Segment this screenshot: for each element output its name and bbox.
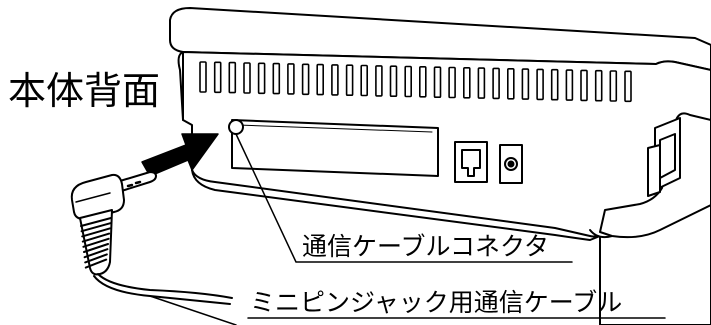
vent-slot [243, 62, 251, 94]
card-slot [231, 119, 439, 177]
side-switch [647, 117, 681, 197]
connector-label: 通信ケーブルコネクタ [302, 232, 549, 261]
vent-slot [550, 68, 559, 101]
vent-slot [389, 65, 398, 97]
comm-cable-connector [228, 119, 244, 135]
vent-slot [565, 69, 574, 101]
vent-slot [257, 62, 266, 95]
vent-slot [418, 66, 427, 98]
vent-slot [199, 61, 207, 93]
vent-slot [331, 64, 339, 96]
vent-slot [580, 69, 588, 102]
vent-slot [462, 67, 471, 99]
device-left-edge [177, 51, 184, 121]
leader-lines [149, 133, 666, 325]
vent-slot [433, 66, 442, 98]
vent-slot [506, 68, 515, 100]
device-body [169, 7, 711, 325]
vent-slot [492, 67, 500, 100]
vent-slot [287, 63, 295, 95]
device-right-side [599, 112, 711, 239]
vent-slot [360, 64, 369, 97]
vent-slot [272, 62, 281, 95]
vent-slot [624, 70, 632, 103]
vent-slot [448, 66, 456, 99]
device-bottom-edge [191, 169, 601, 241]
vent-slot [404, 65, 413, 98]
vent-slot [536, 68, 544, 101]
vent-slot [521, 68, 530, 100]
modular-jack-port [454, 141, 488, 183]
vent-slots [199, 61, 632, 103]
vent-slot [228, 61, 237, 94]
vent-slot [375, 65, 383, 97]
diagram-title: 本体背面 [8, 69, 160, 113]
vent-slot [477, 67, 486, 99]
vent-slot [594, 69, 603, 102]
vent-slot [301, 63, 310, 96]
vent-slot [316, 63, 325, 96]
vent-slot [345, 64, 354, 96]
cable-label: ミニピンジャック用通信ケーブル [250, 288, 622, 317]
mini-pin-jack-cable [70, 171, 233, 305]
dc-jack-port [499, 144, 523, 184]
cable-wire [93, 273, 233, 305]
insert-arrow-icon [141, 133, 219, 177]
vent-slot [609, 70, 618, 102]
vent-slot [213, 61, 222, 94]
